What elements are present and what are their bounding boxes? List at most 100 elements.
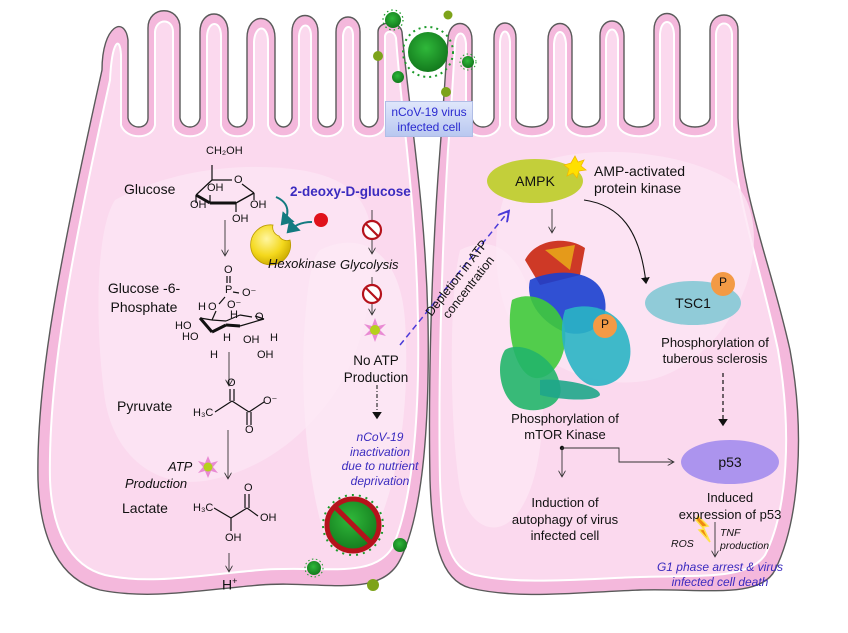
h-plus-label: H+ — [222, 576, 237, 593]
no-atp-line1: No ATP — [353, 353, 399, 368]
tsc1-desc-line2: tuberous sclerosis — [662, 351, 768, 366]
chem-ho: HO — [182, 331, 199, 343]
outcome-line2: infected cell death — [671, 575, 769, 589]
chem-o: O — [244, 482, 253, 494]
tsc1-desc-line1: Phosphorylation of — [661, 335, 769, 350]
callout-line2: infected cell — [397, 120, 461, 134]
chem-oh: OH — [260, 512, 277, 524]
ampk-node — [487, 159, 583, 203]
chem-oh: OH — [225, 532, 242, 544]
chem-o: O — [255, 311, 264, 323]
chem-h3c: H₃C — [193, 502, 214, 514]
prohibit-icon — [361, 283, 383, 305]
ampk-desc-line1: AMP-activated — [594, 163, 686, 179]
p53-expr-line2: expression of p53 — [678, 506, 782, 522]
inactivation-line: due to nutrient — [341, 459, 419, 473]
callout-line1: nCoV-19 virus — [391, 105, 467, 119]
mtor-line1: Phosphorylation of — [511, 411, 619, 426]
inactivation-line: deprivation — [350, 473, 410, 488]
tsc1-label: TSC1 — [675, 295, 711, 311]
h-label: H — [222, 576, 233, 593]
virus-particle-icon — [441, 87, 451, 97]
chem-h: H — [198, 301, 206, 313]
chem-o: O — [224, 264, 233, 276]
atp-production-label-line2: Production — [125, 476, 188, 491]
autophagy-line: autophagy of virus — [511, 511, 619, 527]
inhibitor-label: 2-deoxy-D-glucose — [290, 184, 411, 199]
chem-oh: OH — [250, 199, 267, 211]
chem-o: O — [208, 301, 217, 313]
tnf-label: TNF production — [720, 527, 769, 553]
phospho-badge-mtor — [593, 314, 617, 338]
inactivation-line: nCoV-19 — [356, 430, 404, 444]
glucose-label: Glucose — [124, 181, 176, 197]
chem-oh: OH — [190, 199, 207, 211]
ampk-label: AMPK — [515, 173, 555, 189]
tnf-line2: production — [720, 540, 770, 552]
depletion-arrow — [399, 212, 508, 346]
ros-label: ROS — [671, 538, 694, 550]
virus-particle-icon — [443, 10, 453, 20]
chem-o-minus: O⁻ — [227, 299, 242, 311]
p53-node — [681, 440, 779, 484]
phospho-label-tsc1: P — [718, 275, 727, 289]
virus-particle-icon — [373, 51, 383, 61]
chem-oh: OH — [243, 334, 260, 346]
lactate-label: Lactate — [122, 500, 168, 516]
chem-p: P — [225, 284, 233, 296]
virus-small-icon — [392, 71, 404, 83]
virus-small-icon — [304, 558, 324, 578]
virus-small-icon — [393, 538, 407, 552]
chem-oh: OH — [232, 213, 249, 225]
glycolysis-label: Glycolysis — [340, 257, 399, 272]
atp-star-icon — [364, 318, 386, 342]
2dg-molecule-icon — [314, 213, 328, 227]
tnf-line1: TNF — [720, 527, 741, 539]
infected-cell-callout: nCoV-19 virus infected cell — [385, 101, 473, 137]
autophagy-line: Induction of — [531, 495, 599, 510]
p53-label: p53 — [718, 454, 742, 470]
atp-star-icon — [198, 456, 218, 478]
chem-o-minus: O⁻ — [242, 287, 257, 299]
virus-cluster-top — [373, 9, 477, 97]
virus-small-icon — [382, 9, 404, 31]
virus-large-icon — [402, 26, 454, 78]
ampk-desc-line2: protein kinase — [594, 180, 682, 196]
pyruvate-structure — [214, 389, 265, 425]
no-atp-label: No ATP Production — [338, 352, 414, 386]
autophagy-label: Induction of autophagy of virus infected… — [500, 495, 630, 545]
plus-sup: + — [232, 576, 238, 586]
chem-o: O — [245, 424, 254, 436]
chem-o-minus: O⁻ — [263, 395, 278, 407]
atp-production-label-line1: ATP — [168, 459, 193, 474]
g6p-label-line1: Glucose -6- — [107, 280, 181, 296]
chem-h: H — [210, 349, 218, 361]
chem-ho: HO — [175, 320, 192, 332]
p53-expression-label: Induced expression of p53 — [660, 490, 800, 523]
phospho-badge-tsc1 — [711, 272, 735, 296]
mtor-line2: mTOR Kinase — [524, 427, 606, 442]
pyruvate-label: Pyruvate — [117, 398, 173, 414]
virus-small-icon — [459, 53, 477, 71]
glucose-structure — [195, 165, 255, 212]
phospho-label-mtor: P — [600, 317, 609, 331]
chem-h3c: H₃C — [193, 407, 214, 419]
glucose-6-phosphate-structure — [198, 276, 265, 334]
activation-star-icon — [563, 155, 587, 179]
g6p-label: Glucose -6- Phosphate — [90, 279, 198, 317]
arrow-to-p53 — [562, 447, 673, 462]
hexokinase-label: Hexokinase — [268, 256, 336, 271]
tsc1-description: Phosphorylation of tuberous sclerosis — [640, 335, 790, 367]
inhibitor-binding-arrow — [286, 219, 313, 234]
chem-h: H — [230, 309, 238, 321]
chem-h: H — [223, 332, 231, 344]
glucose-binding-arrow — [275, 196, 295, 226]
chem-o: O — [227, 377, 236, 389]
ampk-description: AMP-activated protein kinase — [594, 163, 685, 197]
chem-ch2oh: CH₂OH — [206, 145, 243, 157]
virus-particle-icon — [367, 579, 379, 591]
inactivation-line: inactivation — [349, 444, 411, 459]
inactivation-label: nCoV-19 inactivation due to nutrient dep… — [325, 430, 435, 488]
